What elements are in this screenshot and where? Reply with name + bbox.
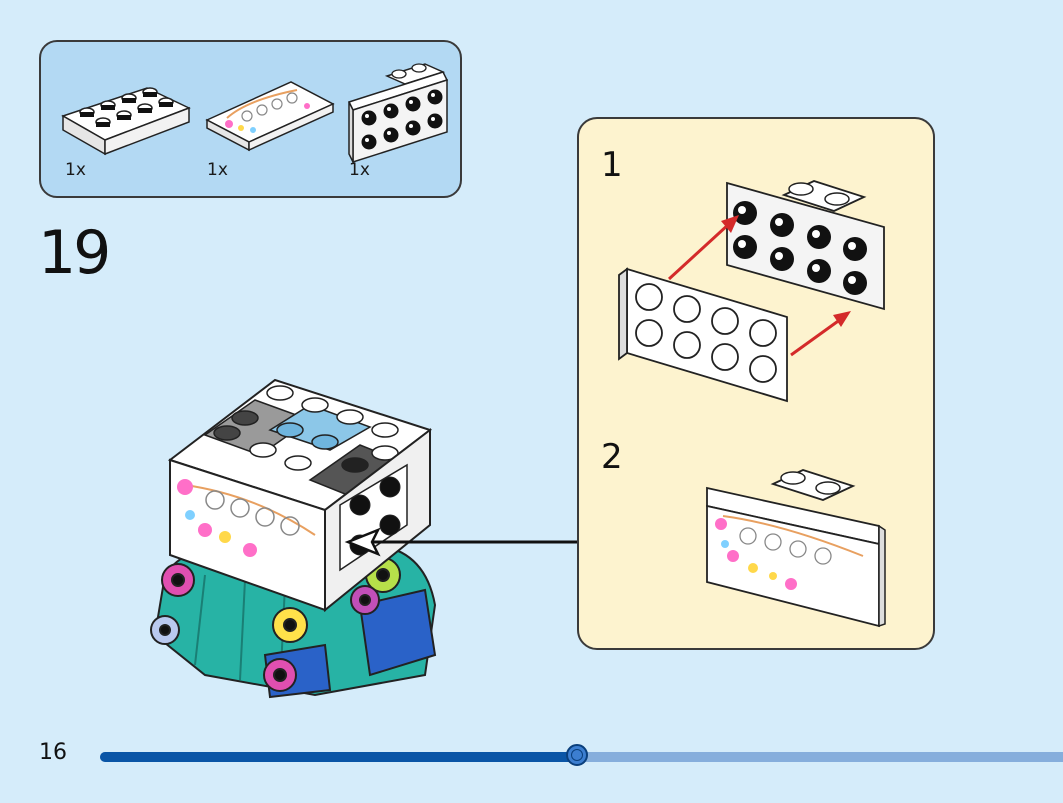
step-number: 19: [38, 218, 111, 288]
part-2-quantity: 1x: [207, 160, 228, 180]
progress-knob[interactable]: [565, 744, 588, 766]
part-printed-tile-icon: [205, 81, 335, 152]
placement-arrow: [344, 527, 578, 557]
part-1-quantity: 1x: [65, 160, 86, 180]
part-plate-2x4-icon: [61, 87, 191, 156]
progress-fill: [100, 752, 577, 762]
build-model-illustration: [150, 378, 437, 699]
subassembly-callout: 1 2: [577, 117, 935, 650]
part-3-quantity: 1x: [349, 160, 370, 180]
substep-1-illustration: [618, 180, 885, 403]
part-bracket-icon: [347, 63, 449, 164]
substep-2-number: 2: [601, 437, 623, 477]
substep-1-number: 1: [601, 145, 623, 185]
substep-2-illustration: [706, 469, 886, 628]
page-number: 16: [39, 740, 67, 765]
parts-list-box: 1x 1x 1x: [39, 40, 462, 198]
progress-bar: [100, 744, 1063, 766]
